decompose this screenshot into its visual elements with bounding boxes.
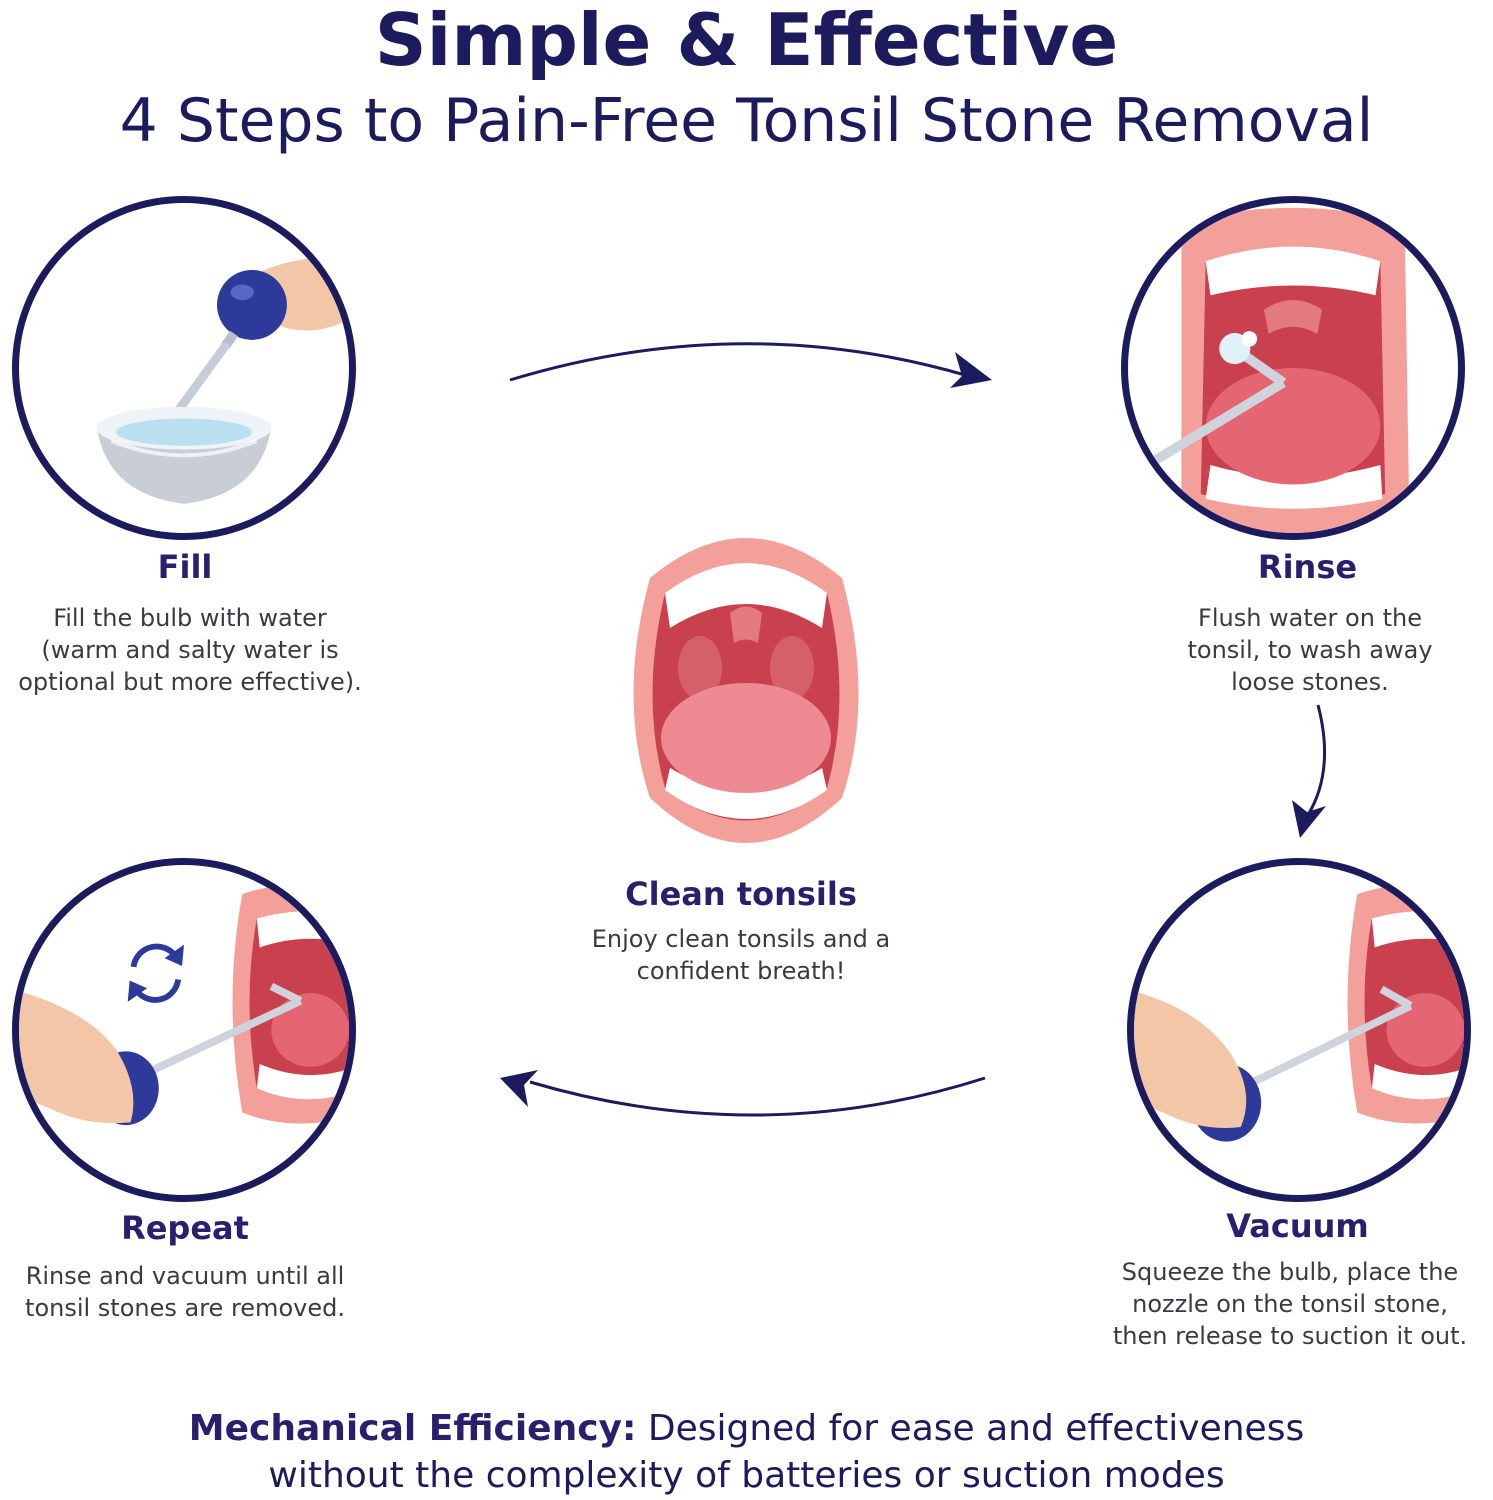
page-subtitle: 4 Steps to Pain-Free Tonsil Stone Remova… [119, 86, 1374, 156]
step-title-fill: Fill [157, 548, 213, 586]
footer-line1: Designed for ease and effectiveness [636, 1408, 1305, 1449]
step-title-vacuum: Vacuum [1226, 1207, 1369, 1245]
footer-note: Mechanical Efficiency: Designed for ease… [0, 1405, 1493, 1499]
footer-bold: Mechanical Efficiency: [188, 1408, 637, 1449]
center-title: Clean tonsils [625, 875, 857, 913]
step-title-rinse: Rinse [1257, 548, 1358, 586]
arrow-down-icon [1292, 704, 1327, 838]
step-desc-vacuum: Squeeze the bulb, place the nozzle on th… [1112, 1258, 1468, 1350]
step-desc-rinse: Flush water on the tonsil, to wash away … [1187, 604, 1433, 696]
step-title-repeat: Repeat [121, 1209, 249, 1247]
step-desc-repeat: Rinse and vacuum until all tonsil stones… [25, 1262, 345, 1322]
repeat-illustration [12, 858, 356, 1202]
arrow-right-icon [509, 342, 992, 388]
arrow-left-icon [500, 1070, 986, 1117]
rinse-illustration [1121, 196, 1465, 540]
center-desc: Enjoy clean tonsils and a confident brea… [591, 925, 891, 985]
fill-illustration [12, 196, 356, 540]
page-title: Simple & Effective [374, 0, 1119, 82]
footer-line2: without the complexity of batteries or s… [268, 1455, 1225, 1496]
step-desc-fill: Fill the bulb with water (warm and salty… [18, 604, 362, 696]
cycle-arrows-icon [127, 943, 184, 1003]
vacuum-illustration [1127, 858, 1471, 1202]
clean-mouth-illustration [633, 538, 859, 843]
